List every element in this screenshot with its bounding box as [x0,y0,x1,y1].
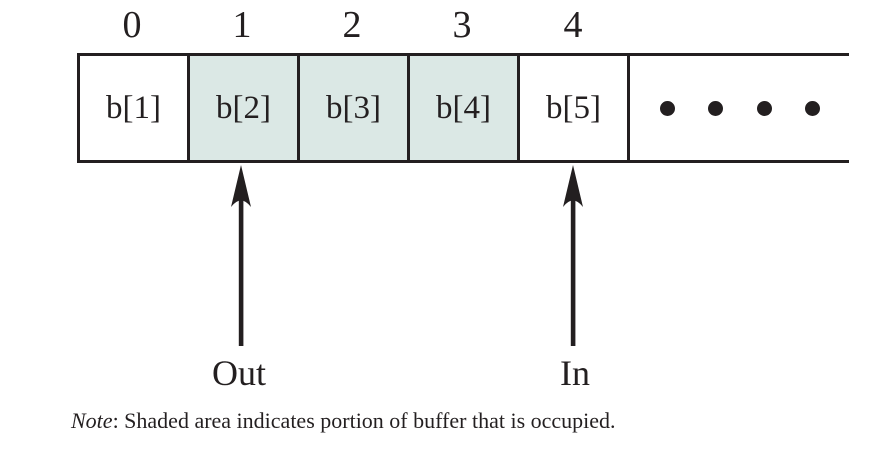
index-label-4: 4 [563,4,583,46]
cell-label: b[2] [216,89,271,126]
buffer-cell-b4: b[4] [407,56,517,160]
note-prefix: Note [71,408,113,433]
buffer-cell-b5: b[5] [517,56,627,160]
buffer-cell-b1: b[1] [77,56,187,160]
ellipsis-dot [708,100,724,116]
ellipsis-dot [756,100,772,116]
index-label-0: 0 [122,4,142,46]
out-pointer-label: Out [212,353,266,393]
index-label-3: 3 [452,4,472,46]
note-text: Note: Shaded area indicates portion of b… [71,406,616,436]
cell-label: b[4] [436,89,491,126]
ellipsis-dot [804,100,820,116]
ellipsis [660,56,820,160]
in-pointer-arrow-icon [563,165,583,346]
ellipsis-dot [660,100,675,116]
cell-label: b[3] [326,89,381,126]
note-body: : Shaded area indicates portion of buffe… [112,408,616,433]
buffer-cell-b3: b[3] [297,56,407,160]
buffer-strip: b[1] b[2] b[3] b[4] b[5] [77,53,849,163]
index-label-2: 2 [342,4,362,46]
cell-divider [627,56,630,160]
cell-label: b[5] [546,89,601,126]
out-pointer-arrow-icon [231,165,251,346]
cell-label: b[1] [106,89,161,126]
in-pointer-label: In [560,353,590,393]
index-label-1: 1 [232,4,252,46]
buffer-cell-b2: b[2] [187,56,297,160]
